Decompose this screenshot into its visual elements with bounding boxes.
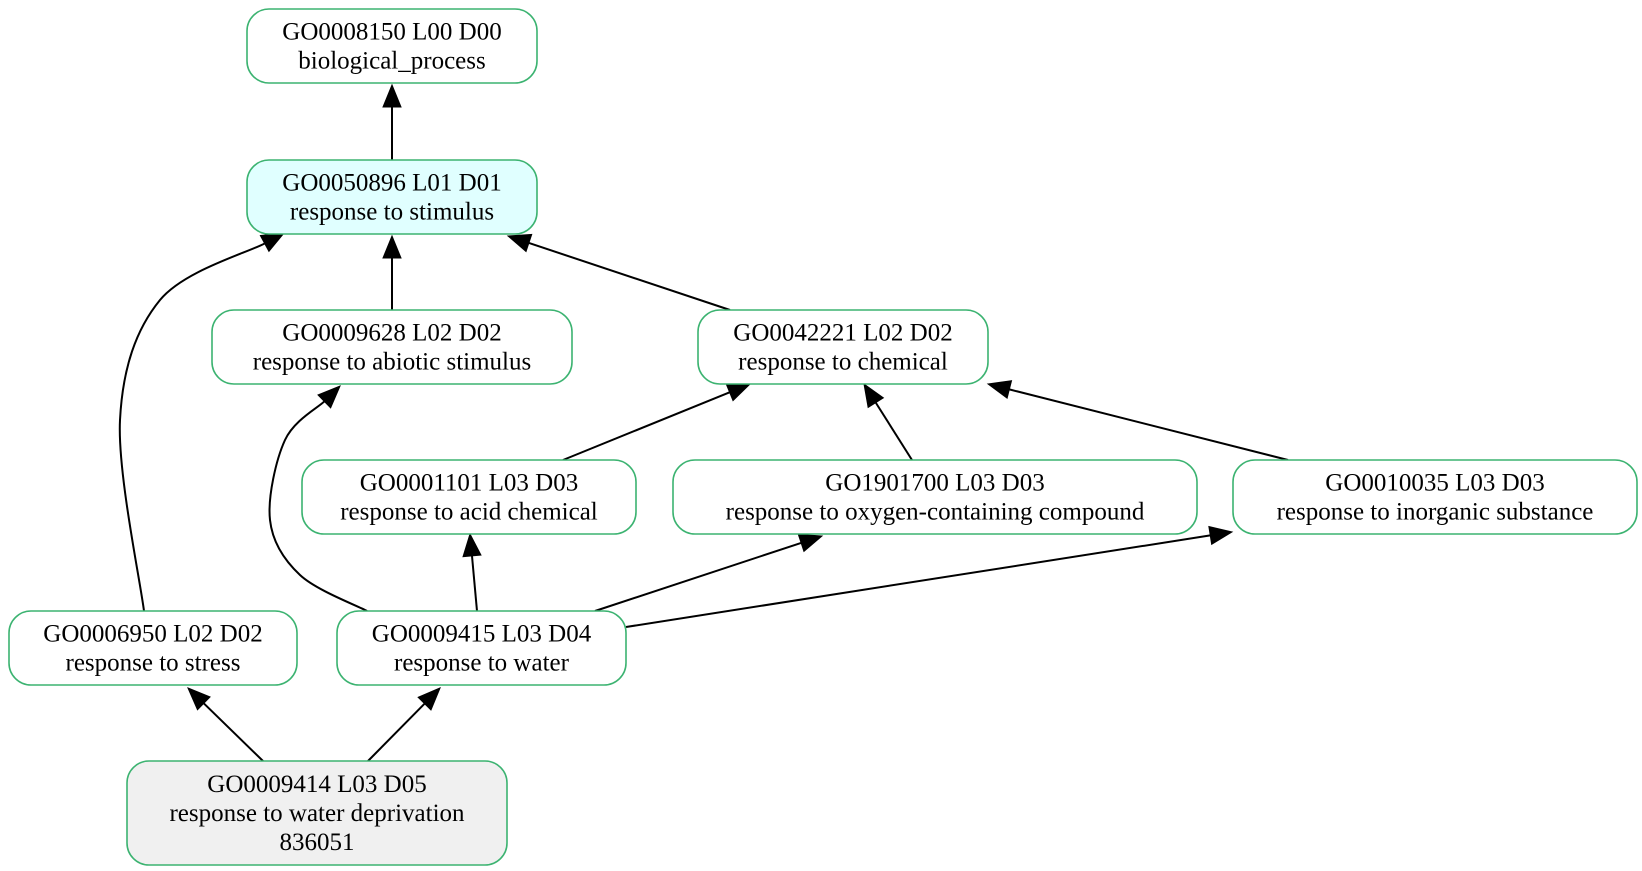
node-box	[246, 159, 538, 235]
node-term-label: response to water deprivation	[169, 800, 465, 827]
arrowhead	[863, 382, 885, 409]
arrowhead	[986, 380, 1013, 399]
node-term-label: response to oxygen-containing compound	[726, 499, 1145, 526]
node-id-label: GO0010035 L03 D03	[1325, 470, 1544, 497]
edge-line	[470, 555, 478, 612]
arrowhead	[797, 533, 824, 553]
edge-line	[268, 400, 368, 612]
edge-GO0001101-to-GO0042221	[562, 383, 752, 461]
edge-line	[594, 541, 802, 612]
node-gene-label: 836051	[280, 829, 355, 856]
node-term-label: response to inorganic substance	[1277, 499, 1594, 526]
node-term-label: response to acid chemical	[340, 499, 598, 526]
edge-line	[203, 702, 264, 762]
edges-layer	[118, 83, 1289, 762]
node-box	[246, 8, 538, 84]
arrowhead	[462, 532, 482, 558]
edge-line	[562, 391, 730, 461]
node-box	[211, 309, 573, 385]
edge-GO0042221-to-GO0050896	[506, 233, 731, 311]
node-box	[697, 309, 989, 385]
arrowhead	[506, 233, 533, 253]
node-id-label: GO0009415 L03 D04	[372, 621, 592, 648]
edge-line	[874, 402, 913, 461]
arrowhead	[382, 83, 402, 108]
node-box	[672, 459, 1198, 535]
edge-GO0009414-to-GO0009415	[367, 687, 441, 762]
node-term-label: response to stress	[66, 650, 241, 677]
edge-line	[1009, 388, 1289, 461]
node-term-label: response to water	[394, 650, 570, 677]
arrowhead	[382, 234, 402, 259]
arrowhead	[725, 383, 752, 402]
arrowhead	[317, 385, 341, 409]
node-term-label: response to chemical	[738, 349, 948, 376]
arrowhead	[417, 687, 441, 711]
edge-line	[367, 702, 426, 762]
edge-line	[528, 242, 731, 311]
edge-GO0050896-to-GO0008150	[382, 83, 402, 160]
node-id-label: GO0009628 L02 D02	[282, 320, 501, 347]
arrowhead	[1208, 525, 1234, 546]
node-id-label: GO0008150 L00 D00	[282, 19, 501, 46]
nodes-layer: GO0008150 L00 D00biological_processGO005…	[8, 8, 1638, 866]
edge-GO0009415-to-GO1901700	[594, 533, 824, 612]
node-box	[336, 610, 627, 686]
node-id-label: GO0042221 L02 D02	[733, 320, 952, 347]
node-box	[8, 610, 298, 686]
edge-GO1901700-to-GO0042221	[863, 382, 913, 461]
edge-GO0009628-to-GO0050896	[382, 234, 402, 310]
node-term-label: response to abiotic stimulus	[253, 349, 531, 376]
edge-GO0009415-to-GO0010035	[625, 525, 1234, 628]
edge-GO0009415-to-GO0001101	[462, 532, 482, 612]
edge-GO0009414-to-GO0006950	[187, 687, 264, 762]
edge-GO0009415-to-GO0009628	[268, 385, 368, 612]
edge-GO0006950-to-GO0050896	[118, 232, 286, 612]
node-id-label: GO1901700 L03 D03	[825, 470, 1044, 497]
node-term-label: response to stimulus	[290, 199, 494, 226]
arrowhead	[187, 687, 211, 711]
node-box	[126, 760, 508, 866]
node-id-label: GO0006950 L02 D02	[43, 621, 262, 648]
arrowhead	[259, 232, 286, 253]
edge-line	[118, 242, 266, 612]
node-id-label: GO0050896 L01 D01	[282, 170, 501, 197]
node-term-label: biological_process	[298, 48, 485, 75]
edge-GO0010035-to-GO0042221	[986, 380, 1289, 461]
edge-line	[625, 534, 1211, 628]
node-box	[1232, 459, 1638, 535]
node-id-label: GO0009414 L03 D05	[207, 771, 426, 798]
node-box	[301, 459, 637, 535]
node-id-label: GO0001101 L03 D03	[360, 470, 579, 497]
